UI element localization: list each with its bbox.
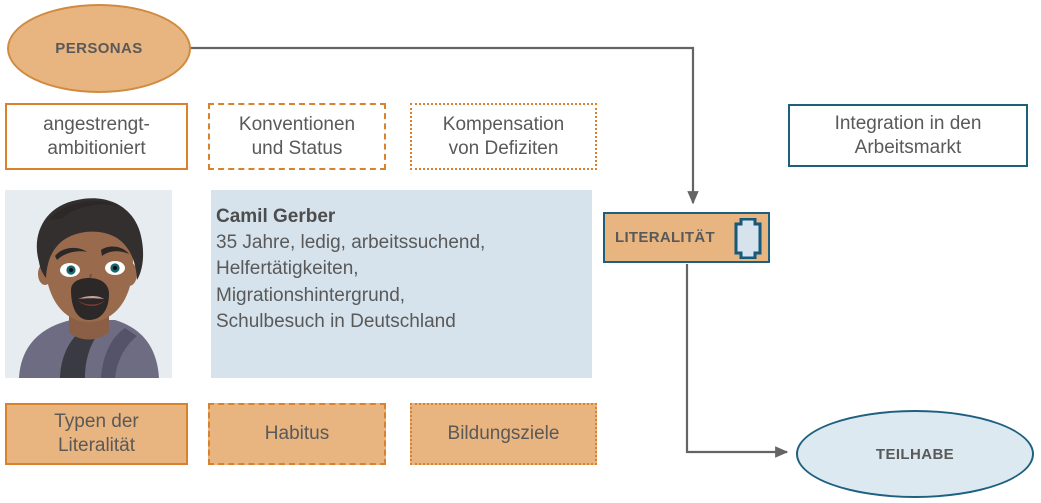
attribute-box-typen-der-literalitaet[interactable]: Typen der Literalität	[5, 403, 188, 465]
attribute-label: angestrengt- ambitioniert	[43, 113, 150, 159]
attribute-label: Bildungsziele	[447, 423, 560, 445]
literalitaet-node[interactable]: LITERALITÄT	[603, 212, 770, 263]
personas-label: PERSONAS	[55, 40, 143, 57]
attribute-label: Konventionen und Status	[238, 113, 356, 159]
persona-description: 35 Jahre, ledig, arbeitssuchend, Helfert…	[216, 232, 486, 332]
personas-node[interactable]: PERSONAS	[7, 4, 191, 93]
attribute-box-kompensation-von-defiziten[interactable]: Kompensation von Defiziten	[410, 103, 597, 170]
attribute-box-bildungsziele[interactable]: Bildungsziele	[410, 403, 597, 465]
connector-literalitaet-to-teilhabe	[685, 264, 789, 458]
persona-portrait	[5, 190, 172, 378]
attribute-box-angestrengt-ambitioniert[interactable]: angestrengt- ambitioniert	[5, 103, 188, 170]
attribute-box-habitus[interactable]: Habitus	[208, 403, 386, 465]
persona-info-panel: Camil Gerber 35 Jahre, ledig, arbeitssuc…	[211, 190, 592, 378]
outcome-box-integration-arbeitsmarkt[interactable]: Integration in den Arbeitsmarkt	[788, 104, 1028, 167]
outcome-box-label: Integration in den Arbeitsmarkt	[834, 112, 982, 158]
attribute-label: Kompensation von Defiziten	[442, 113, 565, 159]
persona-name: Camil Gerber	[216, 206, 336, 227]
attribute-box-konventionen-und-status[interactable]: Konventionen und Status	[208, 103, 386, 170]
attribute-label: Habitus	[264, 423, 330, 445]
book-icon	[734, 218, 762, 259]
literalitaet-label: LITERALITÄT	[615, 229, 715, 246]
attribute-label: Typen der Literalität	[54, 411, 139, 456]
teilhabe-label: TEILHABE	[875, 445, 955, 463]
teilhabe-node[interactable]: TEILHABE	[796, 410, 1034, 498]
